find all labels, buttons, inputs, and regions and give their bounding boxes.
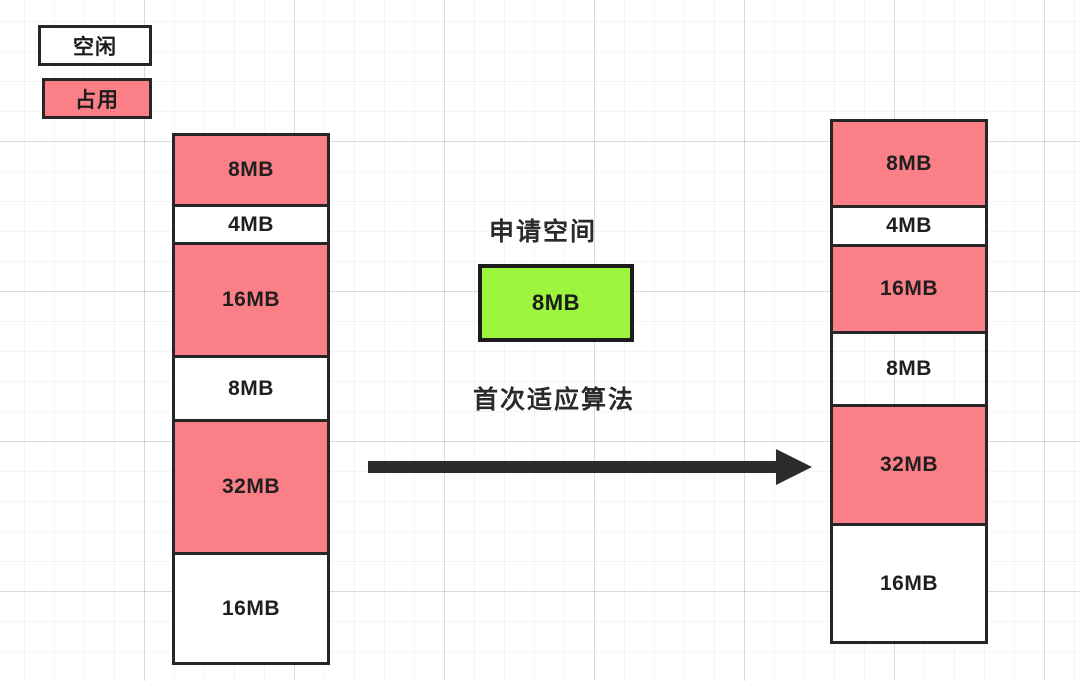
memory-block-label: 8MB — [886, 151, 932, 175]
memory-column-before: 8MB 4MB 16MB 8MB 32MB 16MB — [172, 133, 330, 665]
memory-block: 16MB — [830, 244, 988, 334]
legend-item-occupied: 占用 — [42, 78, 152, 119]
memory-block-label: 8MB — [886, 357, 932, 380]
memory-block-label: 16MB — [221, 596, 281, 620]
memory-block: 8MB — [830, 331, 988, 407]
memory-block: 4MB — [830, 205, 988, 247]
memory-block: 16MB — [172, 552, 330, 665]
memory-block-label: 8MB — [228, 376, 274, 400]
memory-block-label: 4MB — [886, 214, 932, 237]
memory-block: 32MB — [172, 419, 330, 555]
request-size-label: 8MB — [532, 290, 580, 315]
memory-block: 32MB — [830, 404, 988, 526]
algorithm-label: 首次适应算法 — [473, 386, 636, 414]
transform-arrow-icon — [368, 449, 812, 485]
memory-block-label: 16MB — [879, 571, 939, 595]
memory-block: 4MB — [172, 204, 330, 245]
legend-item-free: 空闲 — [38, 25, 152, 66]
memory-block: 16MB — [830, 523, 988, 644]
request-size-box: 8MB — [478, 264, 634, 342]
memory-block: 8MB — [830, 119, 988, 208]
request-space-label: 申请空间 — [489, 218, 598, 246]
memory-block-label: 4MB — [228, 212, 274, 236]
memory-block-label: 32MB — [879, 453, 939, 476]
memory-block-label: 8MB — [228, 158, 274, 181]
legend-label-occupied: 占用 — [75, 88, 119, 112]
memory-block-label: 16MB — [221, 288, 281, 311]
memory-block-label: 16MB — [879, 277, 939, 300]
memory-block: 8MB — [172, 355, 330, 422]
memory-block: 16MB — [172, 242, 330, 358]
legend-label-free: 空闲 — [73, 35, 117, 59]
memory-block: 8MB — [172, 133, 330, 207]
memory-block-label: 32MB — [221, 475, 281, 498]
memory-column-after: 8MB 4MB 16MB 8MB 32MB 16MB — [830, 119, 988, 644]
